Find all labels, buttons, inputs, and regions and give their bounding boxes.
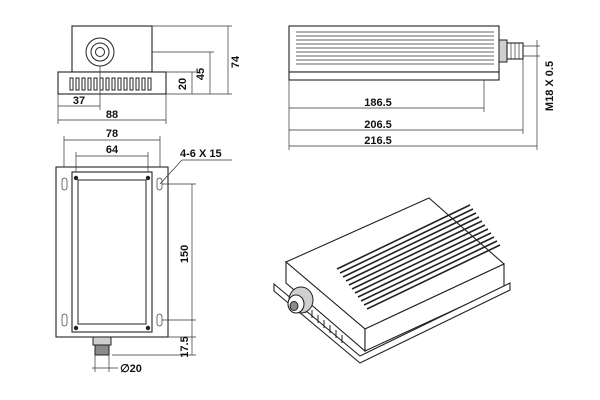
top-nozzle-collar — [92, 336, 112, 346]
dim-thread: M18 X 0.5 — [544, 61, 556, 111]
top-view: 78 64 4-6 X 15 150 17.5 ∅20 — [55, 128, 232, 375]
iso-nozzle-aperture — [289, 301, 299, 311]
side-base-plate — [288, 71, 500, 81]
isometric-view — [273, 197, 511, 364]
dim-length-1: 186.5 — [364, 97, 392, 109]
side-nozzle-collar — [498, 39, 508, 63]
front-housing — [71, 25, 153, 73]
iso-base-plate — [273, 282, 511, 364]
dim-top-width-outer: 78 — [106, 128, 118, 140]
dim-front-width: 88 — [106, 109, 118, 121]
dim-nozzle-length: 17.5 — [179, 336, 191, 357]
output-port-mid — [90, 42, 110, 62]
top-inner-panel — [77, 179, 147, 325]
dim-hole-spacing: 150 — [179, 245, 191, 263]
side-view: 186.5 206.5 216.5 M18 X 0.5 — [288, 25, 556, 150]
dim-top-width-inner: 64 — [106, 144, 119, 156]
front-view: 74 45 20 37 88 — [57, 25, 242, 124]
iso-fins — [336, 204, 501, 310]
side-housing — [288, 25, 500, 73]
dim-length-3: 216.5 — [364, 135, 392, 147]
dim-height-total: 74 — [230, 55, 242, 68]
dim-height-mid: 45 — [195, 68, 207, 80]
dim-holes: 4-6 X 15 — [180, 148, 222, 160]
screw-heads — [73, 175, 151, 331]
output-port-inner — [95, 47, 105, 57]
dim-offset-left: 37 — [73, 95, 85, 107]
dim-height-low: 20 — [177, 78, 189, 90]
dim-length-2: 206.5 — [364, 119, 392, 131]
top-housing — [71, 171, 153, 333]
dim-nozzle-diameter: ∅20 — [120, 363, 142, 375]
side-fins — [296, 31, 494, 65]
top-nozzle-body — [94, 344, 110, 356]
